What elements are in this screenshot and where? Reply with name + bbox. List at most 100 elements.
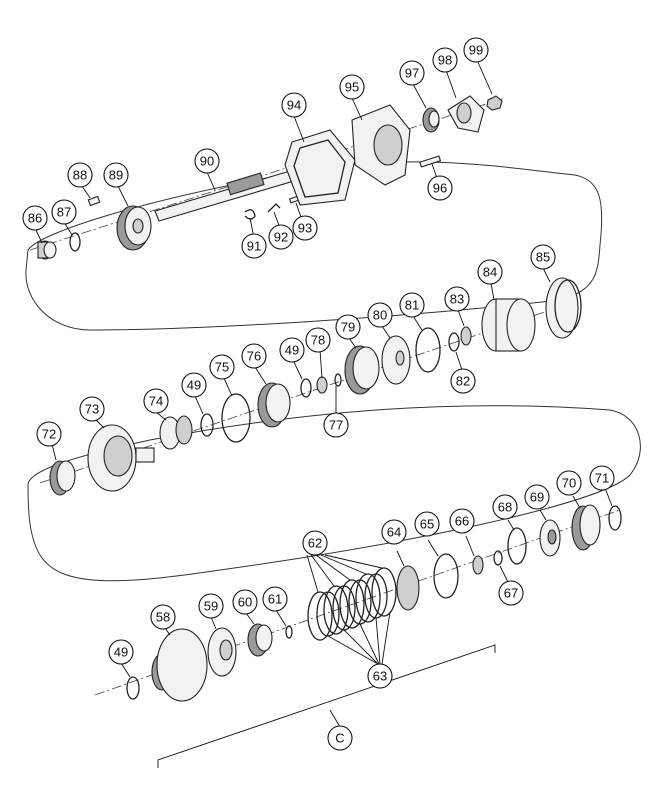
callout-59: 59 — [198, 593, 224, 619]
svg-text:69: 69 — [530, 490, 544, 505]
svg-text:66: 66 — [455, 514, 469, 529]
bracket-c — [157, 644, 496, 768]
part-49-washer-lower — [126, 676, 140, 700]
part-61-ring — [285, 625, 293, 639]
callout-84: 84 — [477, 259, 503, 285]
svg-text:90: 90 — [200, 154, 214, 169]
svg-text:49: 49 — [114, 645, 128, 660]
callout-64: 64 — [381, 519, 407, 545]
callout-58: 58 — [150, 604, 176, 630]
callout-69: 69 — [524, 484, 550, 510]
svg-text:86: 86 — [28, 211, 42, 226]
svg-text:C: C — [335, 731, 344, 746]
part-82-ring — [448, 332, 460, 352]
svg-text:65: 65 — [420, 517, 434, 532]
callout-95: 95 — [339, 74, 365, 100]
part-95-housing — [351, 104, 411, 186]
svg-text:83: 83 — [450, 292, 464, 307]
svg-text:78: 78 — [311, 333, 325, 348]
callout-67: 67 — [498, 580, 524, 606]
part-49-washer-middle — [200, 413, 214, 437]
callout-93: 93 — [292, 215, 318, 241]
callout-72: 72 — [36, 421, 62, 447]
part-62-plates — [307, 567, 397, 641]
part-77-bearing — [316, 376, 328, 394]
callout-77: 77 — [323, 412, 349, 438]
part-71-washer — [608, 505, 622, 531]
part-70-ring-gear — [571, 504, 601, 551]
part-59-piston — [207, 627, 237, 677]
svg-text:72: 72 — [42, 427, 56, 442]
callout-75: 75 — [209, 354, 235, 380]
callout-49-upper: 49 — [279, 337, 305, 363]
svg-text:92: 92 — [274, 230, 288, 245]
svg-text:82: 82 — [456, 374, 470, 389]
callout-92: 92 — [268, 224, 294, 250]
part-49-washer-upper — [300, 378, 312, 398]
callout-99: 99 — [463, 37, 489, 63]
svg-text:85: 85 — [536, 250, 550, 265]
svg-text:81: 81 — [405, 298, 419, 313]
callout-74: 74 — [143, 388, 169, 414]
part-81-snap-ring — [415, 327, 441, 373]
part-96-bolt — [419, 155, 442, 168]
svg-text:49: 49 — [285, 343, 299, 358]
svg-text:63: 63 — [373, 669, 387, 684]
callout-82: 82 — [450, 368, 476, 394]
part-60-roller-clutch — [247, 623, 273, 657]
svg-text:61: 61 — [268, 592, 282, 607]
part-65-snap-ring — [433, 553, 459, 599]
part-89-gear — [116, 205, 152, 251]
callout-49-middle: 49 — [181, 372, 207, 398]
callout-c: C — [327, 725, 353, 751]
svg-text:58: 58 — [156, 610, 170, 625]
part-58-housing — [151, 628, 208, 702]
svg-text:64: 64 — [387, 525, 401, 540]
part-74-hub — [159, 415, 193, 450]
callout-86: 86 — [22, 205, 48, 231]
part-99-nut — [486, 95, 503, 111]
callout-71: 71 — [589, 465, 615, 491]
part-75-ring — [221, 393, 251, 443]
part-94-gasket — [284, 129, 356, 206]
callout-73: 73 — [79, 396, 105, 422]
svg-text:49: 49 — [187, 378, 201, 393]
svg-text:80: 80 — [373, 308, 387, 323]
svg-text:93: 93 — [298, 221, 312, 236]
callout-60: 60 — [232, 589, 258, 615]
svg-text:88: 88 — [73, 168, 87, 183]
callout-78: 78 — [305, 327, 331, 353]
svg-text:68: 68 — [498, 500, 512, 515]
part-88-key — [87, 195, 101, 207]
part-64-plate — [396, 565, 420, 611]
callout-79: 79 — [335, 314, 361, 340]
part-78-ring — [334, 373, 342, 387]
callout-70: 70 — [556, 470, 582, 496]
callout-87: 87 — [51, 199, 77, 225]
svg-text:67: 67 — [504, 586, 518, 601]
svg-text:62: 62 — [308, 536, 322, 551]
svg-text:98: 98 — [438, 53, 452, 68]
part-76-gear — [257, 382, 291, 428]
callout-88: 88 — [67, 162, 93, 188]
svg-text:95: 95 — [345, 80, 359, 95]
part-67-ring — [493, 550, 503, 566]
callout-96: 96 — [427, 175, 453, 201]
callout-97: 97 — [399, 60, 425, 86]
svg-text:96: 96 — [433, 181, 447, 196]
bracket-c-leader — [329, 709, 341, 728]
svg-text:74: 74 — [149, 394, 163, 409]
callout-61: 61 — [262, 586, 288, 612]
svg-text:87: 87 — [57, 205, 71, 220]
leaders — [34, 59, 613, 678]
callout-66: 66 — [449, 508, 475, 534]
callout-91: 91 — [241, 233, 267, 259]
callout-81: 81 — [399, 292, 425, 318]
part-91-clip — [244, 209, 256, 220]
callout-94: 94 — [281, 92, 307, 118]
callout-83: 83 — [444, 286, 470, 312]
callout-65: 65 — [414, 511, 440, 537]
part-86-bearing — [37, 240, 57, 260]
svg-text:70: 70 — [562, 476, 576, 491]
